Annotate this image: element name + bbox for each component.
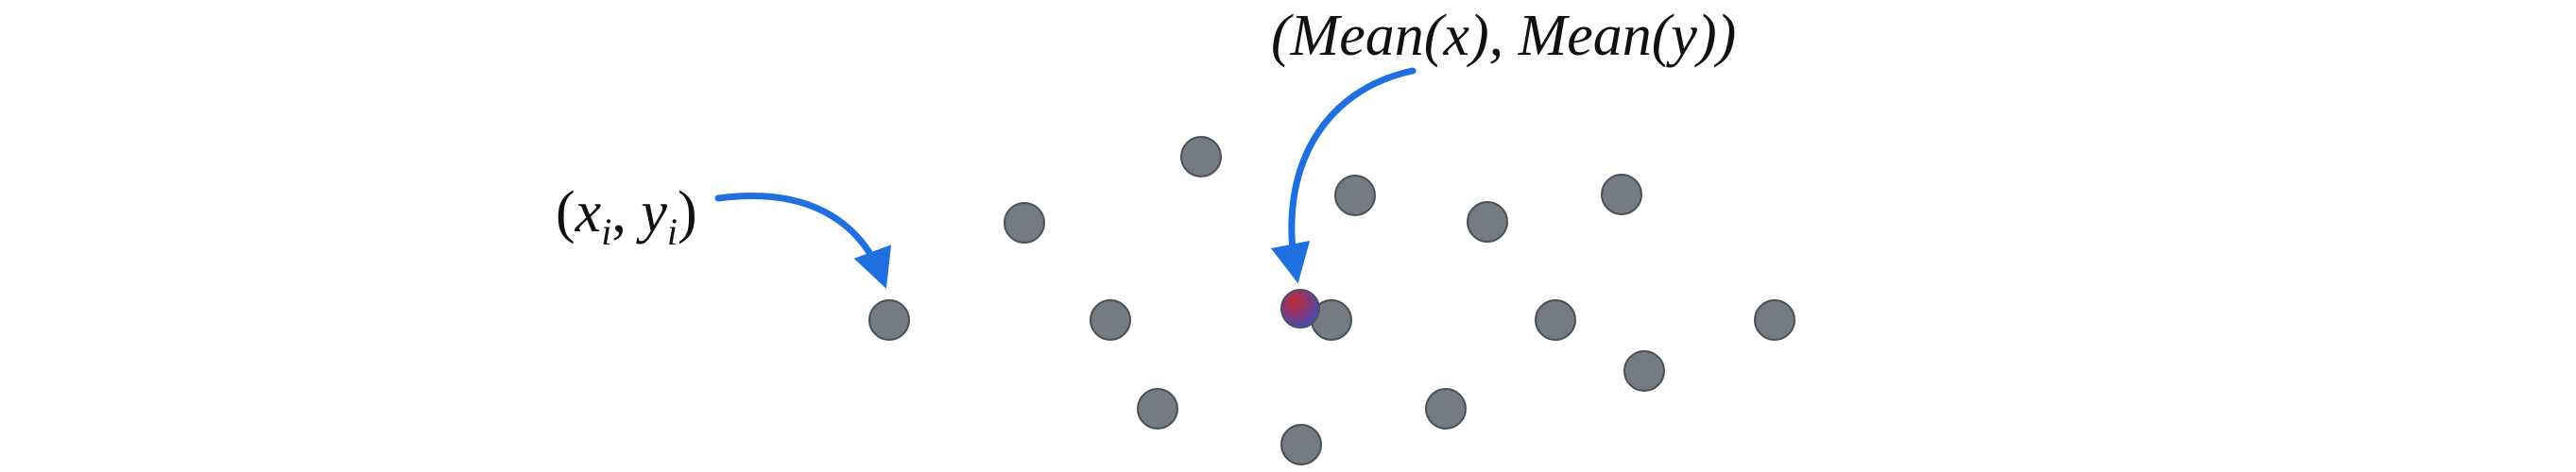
mean-label: (Mean(x), Mean(y)) — [1271, 4, 1736, 68]
data-point — [1467, 201, 1508, 243]
data-point — [1623, 350, 1665, 392]
point-label-y: y — [635, 180, 667, 244]
point-label-sub-x: i — [601, 211, 611, 253]
data-point — [1004, 202, 1045, 244]
point-label-x: x — [575, 180, 602, 244]
data-point — [1090, 299, 1131, 341]
data-point — [1280, 424, 1322, 465]
data-point — [868, 299, 910, 341]
data-point — [1180, 136, 1222, 177]
point-label-comma: , — [611, 180, 641, 244]
point-label-open: ( — [556, 180, 575, 244]
data-point — [1754, 299, 1795, 341]
curved-arrow-icon — [714, 193, 892, 289]
data-point — [1137, 388, 1178, 430]
data-point — [1535, 299, 1576, 341]
data-points — [868, 136, 1795, 465]
curved-arrow-icon — [1270, 67, 1417, 284]
mean-point — [1280, 289, 1320, 329]
point-label-sub-y: i — [667, 211, 678, 253]
point-label: (xi, yi) — [556, 180, 697, 253]
data-point — [1425, 388, 1467, 430]
data-point — [1334, 175, 1376, 216]
point-label-close: ) — [678, 180, 697, 244]
data-point — [1601, 174, 1642, 215]
